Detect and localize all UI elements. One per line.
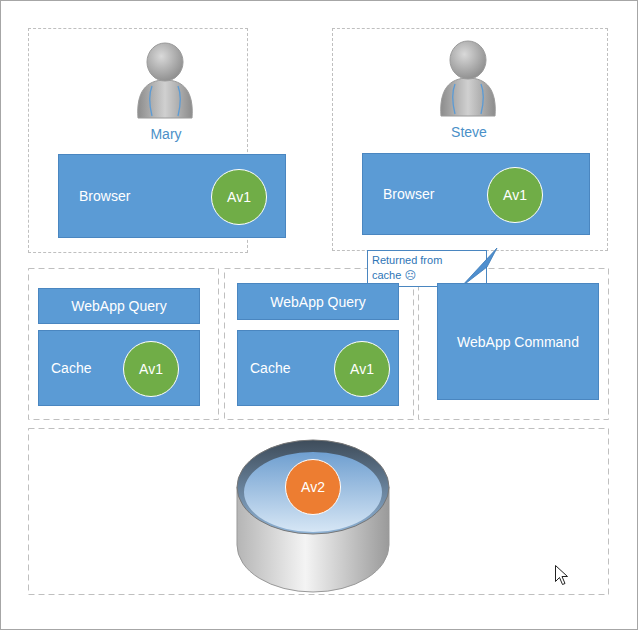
box-label: Browser — [79, 188, 130, 204]
version-label: Av1 — [227, 189, 251, 205]
box-label: WebApp Query — [71, 298, 166, 314]
version-circle: Av1 — [123, 341, 179, 397]
mouse-cursor — [556, 566, 568, 585]
version-label: Av2 — [301, 479, 325, 495]
user-panel: Av1 Browser Steve — [332, 28, 608, 251]
person-name: Mary — [150, 126, 181, 142]
note-text: Returned from cache ☹ — [372, 253, 456, 283]
cache-box: Av1 Cache — [38, 330, 200, 406]
database-cylinder — [237, 440, 389, 592]
dashed-regions — [29, 269, 609, 595]
version-circle: Av1 — [334, 341, 390, 397]
box-label: WebApp Command — [457, 334, 579, 350]
callout-pointer — [461, 248, 497, 287]
query-box: WebApp Query — [237, 283, 399, 320]
version-circle: Av1 — [211, 169, 267, 225]
version-label: Av1 — [503, 187, 527, 203]
version-circle: Av2 — [285, 459, 341, 515]
person-icon — [441, 41, 496, 116]
box-label: Cache — [250, 360, 290, 376]
query-box: WebApp Query — [38, 288, 200, 324]
callout-note: Returned from cache ☹ — [367, 250, 487, 287]
user-panel: Av1 Browser Mary — [28, 28, 248, 253]
person-name: Steve — [451, 124, 487, 140]
browser-box: Av1 Browser — [362, 153, 590, 235]
browser-box: Av1 Browser — [58, 154, 286, 238]
box-label: WebApp Query — [270, 294, 365, 310]
person-icon — [138, 43, 193, 118]
version-label: Av1 — [350, 361, 374, 377]
box-label: Browser — [383, 186, 434, 202]
cache-box: Av1 Cache — [237, 330, 399, 406]
version-label: Av1 — [139, 361, 163, 377]
command-box: WebApp Command — [437, 283, 599, 400]
box-label: Cache — [51, 360, 91, 376]
version-circle: Av1 — [487, 167, 543, 223]
